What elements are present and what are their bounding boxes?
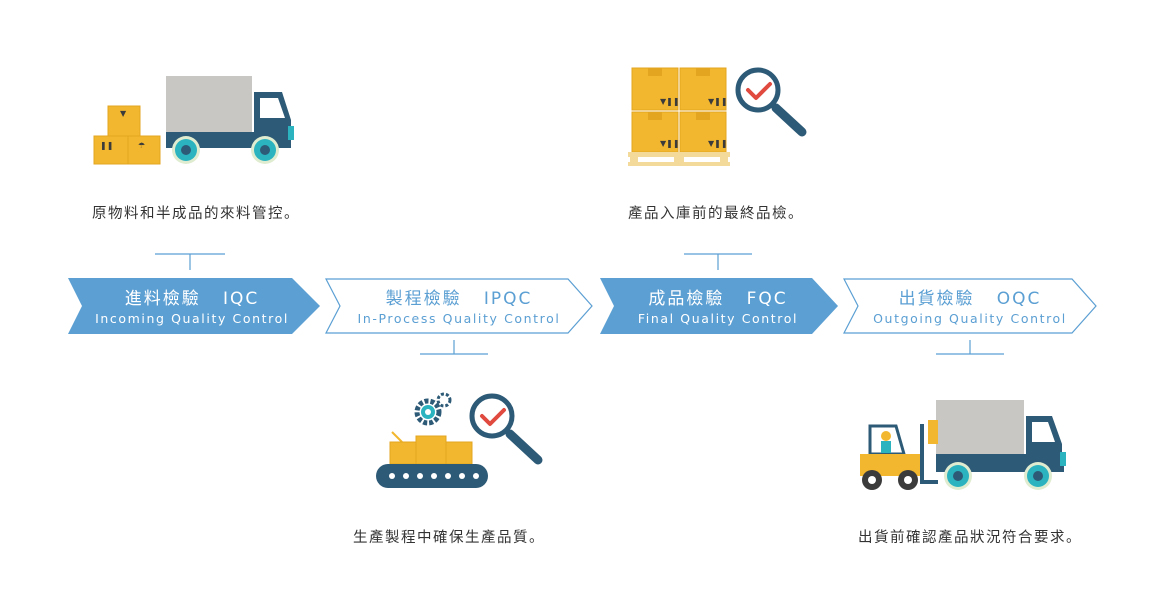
connector-iqc <box>155 253 225 270</box>
stage-code-ipqc: IPQC <box>483 289 533 309</box>
svg-text:☂: ☂ <box>138 141 145 150</box>
stage-title-oqc: 出貨檢驗 <box>898 289 975 309</box>
truck-with-boxes-icon: ▼ ❚❚ ☂ <box>93 76 294 165</box>
svg-text:▼❚❚: ▼❚❚ <box>708 139 728 148</box>
stage-code-oqc: OQC <box>996 289 1042 309</box>
connector-ipqc <box>420 340 488 355</box>
svg-text:❚❚: ❚❚ <box>100 141 113 150</box>
svg-text:▼❚❚: ▼❚❚ <box>708 97 728 106</box>
stage-title-ipqc: 製程檢驗 <box>385 289 462 309</box>
svg-text:▼: ▼ <box>120 109 127 118</box>
stage-code-iqc: IQC <box>222 289 260 309</box>
pallet-boxes-magnifier-icon: ▼❚❚ ▼❚❚ ▼❚❚ ▼❚❚ <box>628 67 807 166</box>
stage-title-iqc: 進料檢驗 <box>124 289 201 309</box>
stage-title-fqc: 成品檢驗 <box>648 289 725 309</box>
stage-description-ipqc: 生產製程中確保生產品質。 <box>353 530 545 546</box>
stage-subtitle-oqc: Outgoing Quality Control <box>873 311 1067 326</box>
stage-description-oqc: 出貨前確認產品狀況符合要求。 <box>858 530 1082 546</box>
stage-iqc: 進料檢驗 IQC Incoming Quality Control <box>64 278 320 334</box>
stage-description-iqc: 原物料和半成品的來料管控。 <box>92 206 300 222</box>
stage-fqc: 成品檢驗 FQC Final Quality Control <box>598 278 838 334</box>
connector-fqc <box>684 253 752 270</box>
stage-subtitle-iqc: Incoming Quality Control <box>95 311 289 326</box>
svg-text:▼❚❚: ▼❚❚ <box>660 139 680 148</box>
forklift-truck-icon <box>860 400 1066 490</box>
stage-description-fqc: 產品入庫前的最終品檢。 <box>628 206 804 222</box>
svg-text:▼❚❚: ▼❚❚ <box>660 97 680 106</box>
stage-subtitle-fqc: Final Quality Control <box>637 311 799 326</box>
connector-oqc <box>936 340 1004 355</box>
stage-code-fqc: FQC <box>746 289 788 309</box>
conveyor-gears-magnifier-icon <box>376 392 543 488</box>
stage-ipqc: 製程檢驗 IPQC In-Process Quality Control <box>324 278 594 334</box>
stage-subtitle-ipqc: In-Process Quality Control <box>357 311 561 326</box>
stage-oqc: 出貨檢驗 OQC Outgoing Quality Control <box>842 278 1098 334</box>
